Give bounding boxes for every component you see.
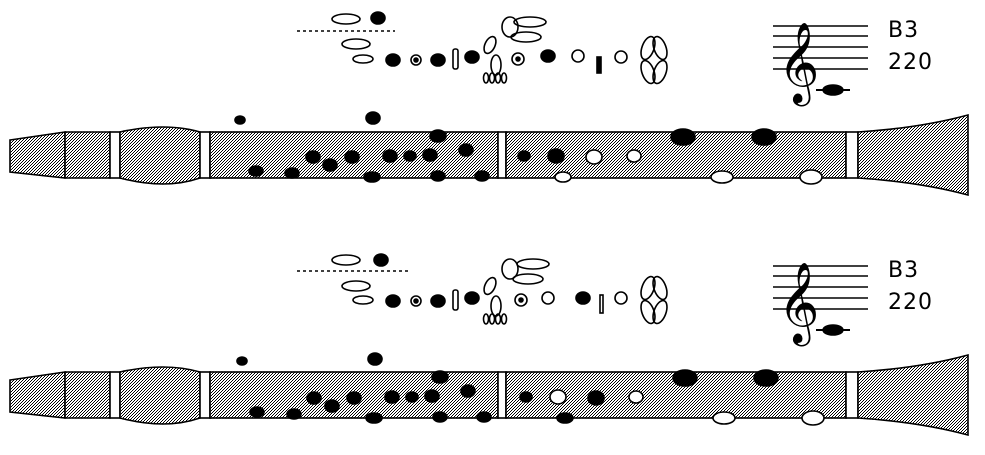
note-frequency: 220 bbox=[888, 290, 933, 315]
closed-hole-icon bbox=[385, 53, 401, 67]
open-hole-icon bbox=[549, 389, 567, 405]
open-hole-icon bbox=[571, 49, 585, 63]
music-staff bbox=[773, 265, 868, 336]
fingering-chart-1: 𝄞 bbox=[0, 0, 985, 215]
trill-key-icon bbox=[510, 31, 542, 43]
clarinet-body-icon bbox=[9, 353, 969, 437]
clarinet-body-icon bbox=[9, 113, 969, 197]
pinky-keys bbox=[482, 313, 508, 325]
open-hole-icon bbox=[801, 410, 825, 426]
closed-hole-icon bbox=[385, 294, 401, 308]
open-hole-icon bbox=[410, 295, 422, 307]
treble-clef-icon: 𝄞 bbox=[778, 21, 819, 106]
fingering-diagram: 𝄞 bbox=[9, 253, 969, 437]
closed-hole-icon bbox=[430, 294, 446, 308]
open-hole-icon bbox=[626, 149, 642, 163]
open-key-icon bbox=[331, 13, 361, 25]
open-key-icon bbox=[341, 280, 371, 292]
open-key-icon bbox=[352, 54, 374, 64]
trill-key-icon bbox=[516, 258, 550, 270]
open-key-icon bbox=[331, 254, 361, 266]
key-map bbox=[297, 11, 668, 85]
tone-holes bbox=[236, 352, 825, 426]
tone-holes bbox=[234, 111, 823, 185]
trill-key-icon bbox=[513, 16, 547, 28]
thumb-key-icon bbox=[596, 56, 602, 74]
side-key-icon bbox=[483, 276, 497, 296]
whole-note-icon bbox=[822, 84, 844, 96]
pinky-cluster bbox=[640, 275, 668, 325]
closed-hole-icon bbox=[367, 352, 383, 366]
open-hole-icon bbox=[585, 149, 603, 165]
closed-hole-icon bbox=[464, 291, 480, 305]
open-hole-icon bbox=[410, 54, 422, 66]
closed-hole-icon bbox=[575, 291, 591, 305]
closed-hole-icon bbox=[464, 50, 480, 64]
open-hole-icon bbox=[614, 50, 628, 64]
fingering-chart-2: 𝄞 bbox=[0, 240, 985, 455]
register-key-icon bbox=[452, 289, 459, 311]
side-key-icon bbox=[490, 54, 502, 76]
closed-key-icon bbox=[370, 11, 386, 25]
key-map bbox=[297, 253, 668, 325]
closed-hole-icon bbox=[540, 49, 556, 63]
open-hole-icon bbox=[514, 293, 528, 307]
note-name: B3 bbox=[888, 18, 920, 43]
open-key-icon bbox=[341, 38, 371, 50]
open-hole-icon bbox=[614, 291, 628, 305]
note-frequency: 220 bbox=[888, 50, 933, 75]
closed-hole-icon bbox=[234, 115, 246, 125]
note-name: B3 bbox=[888, 258, 920, 283]
trill-key-icon bbox=[501, 16, 519, 38]
closed-hole-icon bbox=[430, 53, 446, 67]
closed-hole-icon bbox=[365, 111, 381, 125]
closed-key-icon bbox=[373, 253, 389, 267]
pinky-cluster bbox=[640, 35, 668, 85]
open-hole-icon bbox=[710, 170, 734, 184]
thumb-key-icon bbox=[599, 294, 604, 314]
trill-key-icon bbox=[501, 258, 519, 280]
open-hole-icon bbox=[799, 169, 823, 185]
open-hole-icon bbox=[628, 390, 644, 404]
open-key-icon bbox=[352, 295, 374, 305]
side-key-icon bbox=[490, 295, 502, 317]
trill-key-icon bbox=[512, 273, 544, 285]
pinky-keys bbox=[482, 72, 508, 84]
whole-note-icon bbox=[822, 324, 844, 336]
treble-clef-icon: 𝄞 bbox=[778, 261, 819, 346]
open-hole-icon bbox=[554, 171, 572, 183]
music-staff bbox=[773, 25, 868, 96]
side-key-icon bbox=[483, 35, 497, 55]
fingering-diagram: 𝄞 bbox=[9, 11, 969, 197]
closed-hole-icon bbox=[236, 356, 248, 366]
open-hole-icon bbox=[712, 411, 736, 425]
register-key-icon bbox=[452, 48, 459, 70]
open-hole-icon bbox=[511, 52, 525, 66]
open-hole-icon bbox=[541, 291, 555, 305]
